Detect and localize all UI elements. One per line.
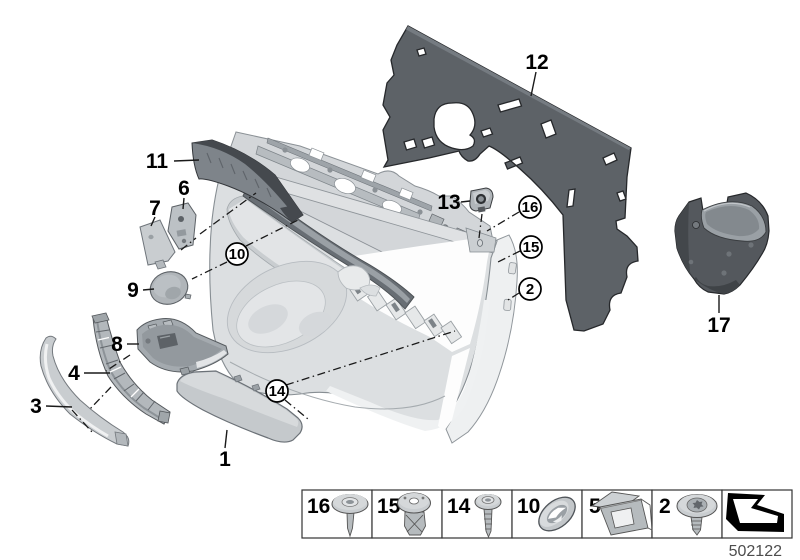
svg-text:16: 16 xyxy=(522,199,539,216)
svg-text:9: 9 xyxy=(127,279,139,302)
svg-text:13: 13 xyxy=(437,191,460,214)
svg-text:4: 4 xyxy=(68,362,80,385)
svg-text:3: 3 xyxy=(30,395,42,418)
svg-text:16: 16 xyxy=(307,495,330,518)
svg-text:7: 7 xyxy=(149,197,161,220)
svg-text:1: 1 xyxy=(219,448,231,471)
svg-text:2: 2 xyxy=(659,495,671,518)
svg-text:15: 15 xyxy=(377,495,401,518)
svg-text:17: 17 xyxy=(707,314,730,337)
svg-text:8: 8 xyxy=(111,333,123,356)
svg-text:14: 14 xyxy=(447,495,471,518)
svg-text:2: 2 xyxy=(526,281,534,298)
svg-text:6: 6 xyxy=(178,177,190,200)
svg-text:14: 14 xyxy=(269,383,286,400)
svg-text:15: 15 xyxy=(523,239,540,256)
svg-text:10: 10 xyxy=(229,246,246,263)
svg-text:10: 10 xyxy=(517,495,540,518)
svg-text:502122: 502122 xyxy=(729,543,782,560)
svg-text:12: 12 xyxy=(525,51,548,74)
svg-text:11: 11 xyxy=(146,150,169,173)
